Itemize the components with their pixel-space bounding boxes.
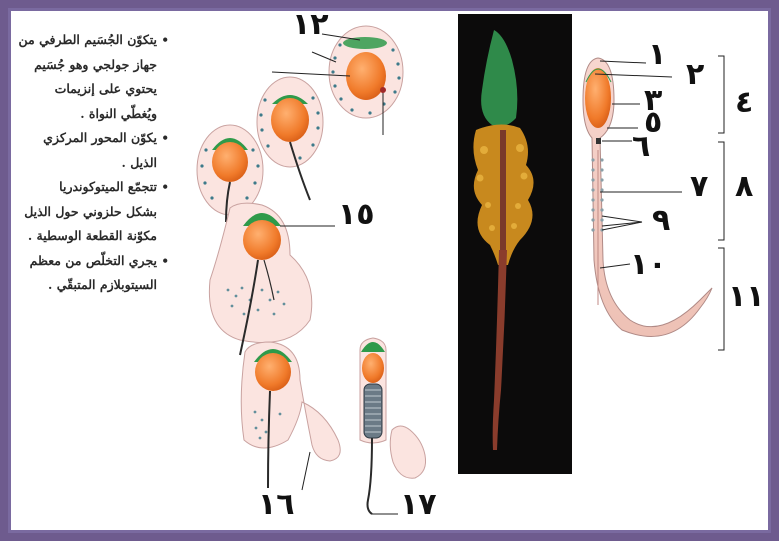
label-15: ١٥ <box>338 200 375 230</box>
label-11: ١١ <box>728 282 765 312</box>
label-6: ٦ <box>632 132 650 162</box>
label-10: ١٠ <box>630 250 667 280</box>
label-16: ١٦ <box>258 490 295 520</box>
label-7: ٧ <box>690 172 708 202</box>
label-17: ١٧ <box>400 490 437 520</box>
label-8: ٨ <box>735 172 753 202</box>
spermatid-stage-4 <box>209 203 335 355</box>
spermatid-stage-1 <box>329 26 403 118</box>
label-4: ٤ <box>735 88 753 118</box>
sperm-micrograph <box>458 14 572 474</box>
label-9: ٩ <box>652 206 670 236</box>
spermatid-stage-2 <box>257 77 323 200</box>
label-2: ٢ <box>686 60 704 90</box>
label-12: ١٢ <box>292 10 329 40</box>
spermatid-stage-5 <box>241 342 344 490</box>
label-1: ١ <box>648 40 666 70</box>
residual-cytoplasm <box>390 426 425 478</box>
